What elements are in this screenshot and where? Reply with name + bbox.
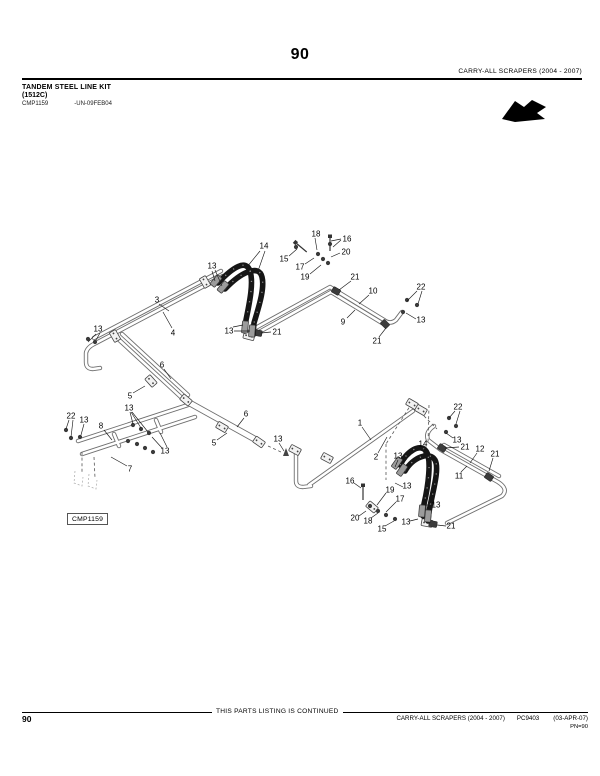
continued-note: THIS PARTS LISTING IS CONTINUED [216,708,339,715]
divider-line-right [342,711,588,714]
page-number: 90 [290,46,310,63]
header-rule [22,78,582,80]
divider-line-left [22,711,212,714]
image-reference: CMP1159 -UN-09FEB04 [22,101,112,107]
footer-model-text: CARRY-ALL SCRAPERS (2004 - 2007) [396,715,505,722]
header-model-text: CARRY-ALL SCRAPERS (2004 - 2007) [458,68,582,75]
footer-catalog-number: PC9403 [516,715,540,722]
image-ref-code: -UN-09FEB04 [74,101,112,107]
diagram-tag-box: CMP1159 [67,513,109,525]
footer-page-number: 90 [22,714,32,724]
page-back-arrow-icon [502,100,546,122]
image-id: CMP1159 [22,101,49,107]
footer-right-block: CARRY-ALL SCRAPERS (2004 - 2007) PC9403 (0… [396,715,588,731]
kit-code: (1512C) [22,92,48,99]
kit-title: TANDEM STEEL LINE KIT [22,84,112,91]
continued-divider: THIS PARTS LISTING IS CONTINUED [22,708,588,716]
footer-pn: PN=90 [570,724,588,730]
footer-model-row: CARRY-ALL SCRAPERS (2004 - 2007) PC9403 (0… [396,715,588,723]
footer-revision-date: (03-APR-07) [553,715,588,722]
